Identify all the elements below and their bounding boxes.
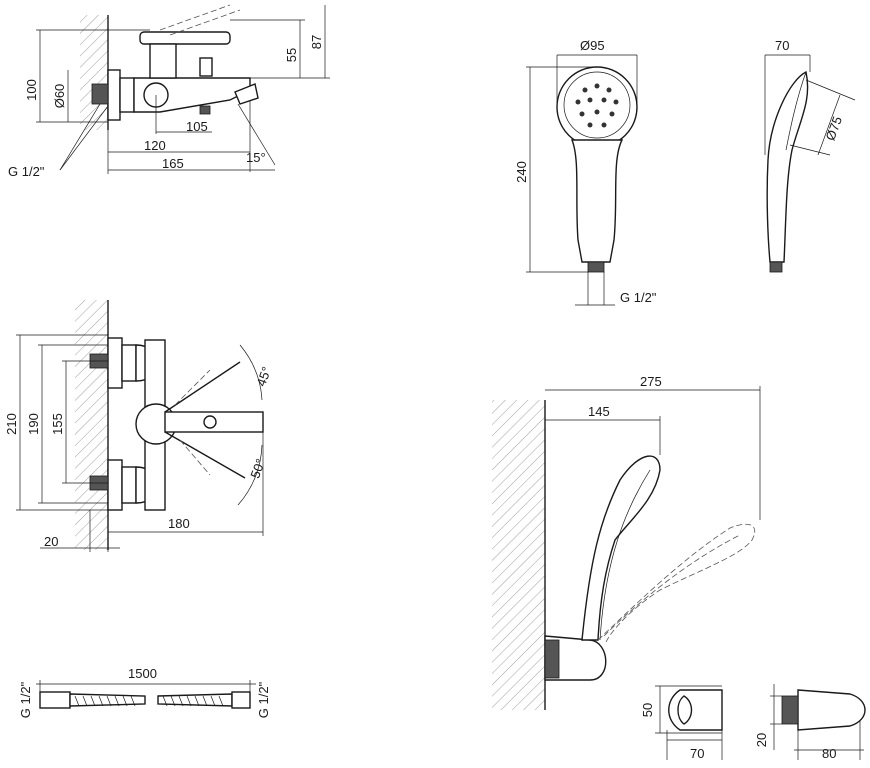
dim-holder-70: 70 xyxy=(690,746,704,761)
nozzle-dots xyxy=(575,83,619,128)
dim-holder-20: 20 xyxy=(754,733,769,747)
dim-thread-shower: G 1/2" xyxy=(620,290,657,305)
dim-70: 70 xyxy=(775,38,789,53)
dim-20: 20 xyxy=(44,534,58,549)
dim-120: 120 xyxy=(144,138,166,153)
dim-diameter-60: Ø60 xyxy=(52,84,67,109)
dim-210: 210 xyxy=(4,413,19,435)
dim-thread-hose-left: G 1/2" xyxy=(18,681,33,718)
wall-hatch xyxy=(80,15,108,130)
wall-hatch-2 xyxy=(75,300,108,550)
hose-view: 1500 G 1/2" G 1/2" xyxy=(18,666,271,718)
mixer-top-view: 210 190 155 45° 50° 180 20 xyxy=(4,300,274,552)
dim-diameter-75: Ø75 xyxy=(823,114,846,142)
dim-55: 55 xyxy=(284,48,299,62)
dim-50-degrees: 50° xyxy=(247,457,268,481)
dim-145: 145 xyxy=(588,404,610,419)
hand-shower-side-view: 70 Ø75 xyxy=(764,38,856,273)
wall-holder-view: 275 145 xyxy=(492,374,761,710)
dim-thread-g12: G 1/2" xyxy=(8,164,45,179)
holder-details: 50 70 20 80 xyxy=(640,684,866,761)
dim-105: 105 xyxy=(186,119,208,134)
dim-holder-80: 80 xyxy=(822,746,836,761)
dim-180: 180 xyxy=(168,516,190,531)
dim-275: 275 xyxy=(640,374,662,389)
dim-87: 87 xyxy=(309,35,324,49)
dim-100: 100 xyxy=(24,79,39,101)
dim-165: 165 xyxy=(162,156,184,171)
dim-190: 190 xyxy=(26,413,41,435)
wall-hatch-3 xyxy=(492,400,545,710)
dim-45-degrees: 45° xyxy=(253,365,274,389)
dim-holder-50: 50 xyxy=(640,703,655,717)
hand-shower-front-view: Ø95 240 G 1/2" xyxy=(514,38,657,306)
dim-diameter-95: Ø95 xyxy=(580,38,605,53)
mixer-side-view: 100 Ø60 55 87 105 120 165 15° G 1/2" xyxy=(8,4,330,179)
dim-thread-hose-right: G 1/2" xyxy=(256,681,271,718)
dim-155: 155 xyxy=(50,413,65,435)
dim-1500: 1500 xyxy=(128,666,157,681)
dim-240: 240 xyxy=(514,161,529,183)
dim-15-degrees: 15° xyxy=(246,150,266,165)
